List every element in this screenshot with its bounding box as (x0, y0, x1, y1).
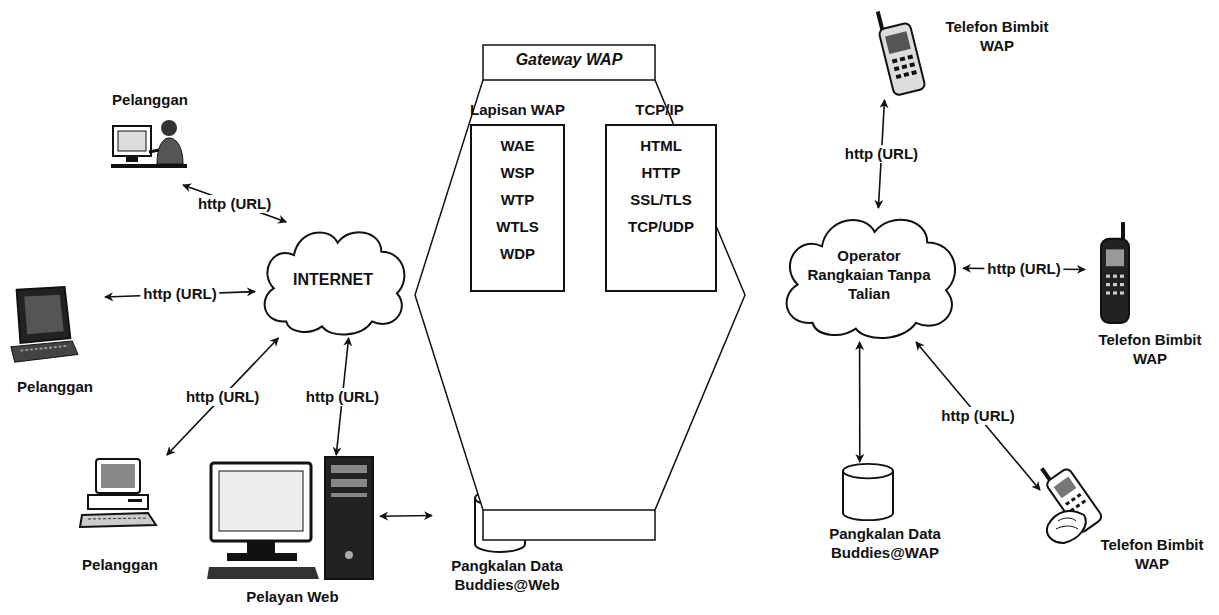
gateway-title: Gateway WAP (483, 50, 655, 69)
term-drawing (7, 285, 79, 367)
protocol-list: WAE WSP WTP WTLS WDP (475, 132, 560, 267)
stack-heading: TCP/IP (597, 100, 722, 119)
http-connector (380, 515, 432, 517)
internet-cloud: INTERNET (255, 222, 411, 338)
wap-phone: Telefon Bimbit WAP (1040, 455, 1216, 595)
wireless-operator-cloud: Operator Rangkaian Tanpa Talian (775, 208, 963, 342)
edge-label: http (URL) (842, 145, 921, 163)
protocol-stack: TCP/IP HTML HTTP SSL/TLS TCP/UDP (597, 100, 722, 292)
edge-label: http (URL) (938, 407, 1017, 425)
phone1-drawing (877, 5, 927, 97)
client-icon: Pelanggan (5, 283, 105, 400)
gate-drawing (415, 40, 745, 545)
http-connector (183, 185, 286, 222)
pc-drawing (78, 455, 158, 530)
protocol-box: WAE WSP WTP WTLS WDP (470, 124, 565, 292)
node-label: Pelanggan (5, 377, 105, 396)
phone2-drawing (1095, 220, 1135, 325)
http-connector (916, 342, 1040, 490)
edge-label: http (URL) (195, 195, 274, 213)
wap-phone: Telefon Bimbit WAP (1085, 220, 1215, 385)
node-label: INTERNET (255, 270, 411, 289)
node-label: Operator Rangkaian Tanpa Talian (805, 246, 933, 303)
edge-label: http (URL) (303, 388, 382, 406)
protocol-list: HTML HTTP SSL/TLS TCP/UDP (610, 132, 712, 240)
node-label: Telefon Bimbit WAP (1087, 330, 1213, 368)
http-connector (859, 342, 861, 462)
web-server: Pelayan Web (205, 455, 380, 608)
server-drawing (207, 455, 377, 585)
node-label: Pangkalan Data Buddies@WAP (795, 524, 975, 562)
db-drawing (840, 462, 896, 522)
node-label: Pelanggan (95, 90, 205, 109)
edge-label: http (URL) (140, 285, 219, 303)
stack-heading: Lapisan WAP (455, 100, 580, 119)
wap-phone: Telefon Bimbit WAP (875, 3, 1065, 100)
node-label: Telefon Bimbit WAP (1090, 535, 1214, 573)
client-icon: Pelanggan (95, 88, 205, 185)
node-label: Telefon Bimbit WAP (933, 17, 1061, 55)
edge-label: http (URL) (984, 260, 1063, 278)
node-label: Pangkalan Data Buddies@Web (432, 556, 582, 594)
edge-label: http (URL) (183, 388, 262, 406)
user-drawing (109, 112, 189, 182)
protocol-stack: Lapisan WAP WAE WSP WTP WTLS WDP (455, 100, 580, 292)
database: Pangkalan Data Buddies@WAP (795, 462, 975, 565)
http-connector (167, 338, 279, 455)
wap-gateway: Gateway WAP Lapisan WAP WAE WSP WTP WTLS W… (415, 40, 745, 545)
node-label: Pelayan Web (205, 587, 380, 606)
phone3-drawing (1040, 455, 1110, 545)
node-label: Pelanggan (68, 555, 172, 574)
protocol-box: HTML HTTP SSL/TLS TCP/UDP (605, 124, 717, 292)
client-icon: Pelanggan (68, 455, 172, 578)
